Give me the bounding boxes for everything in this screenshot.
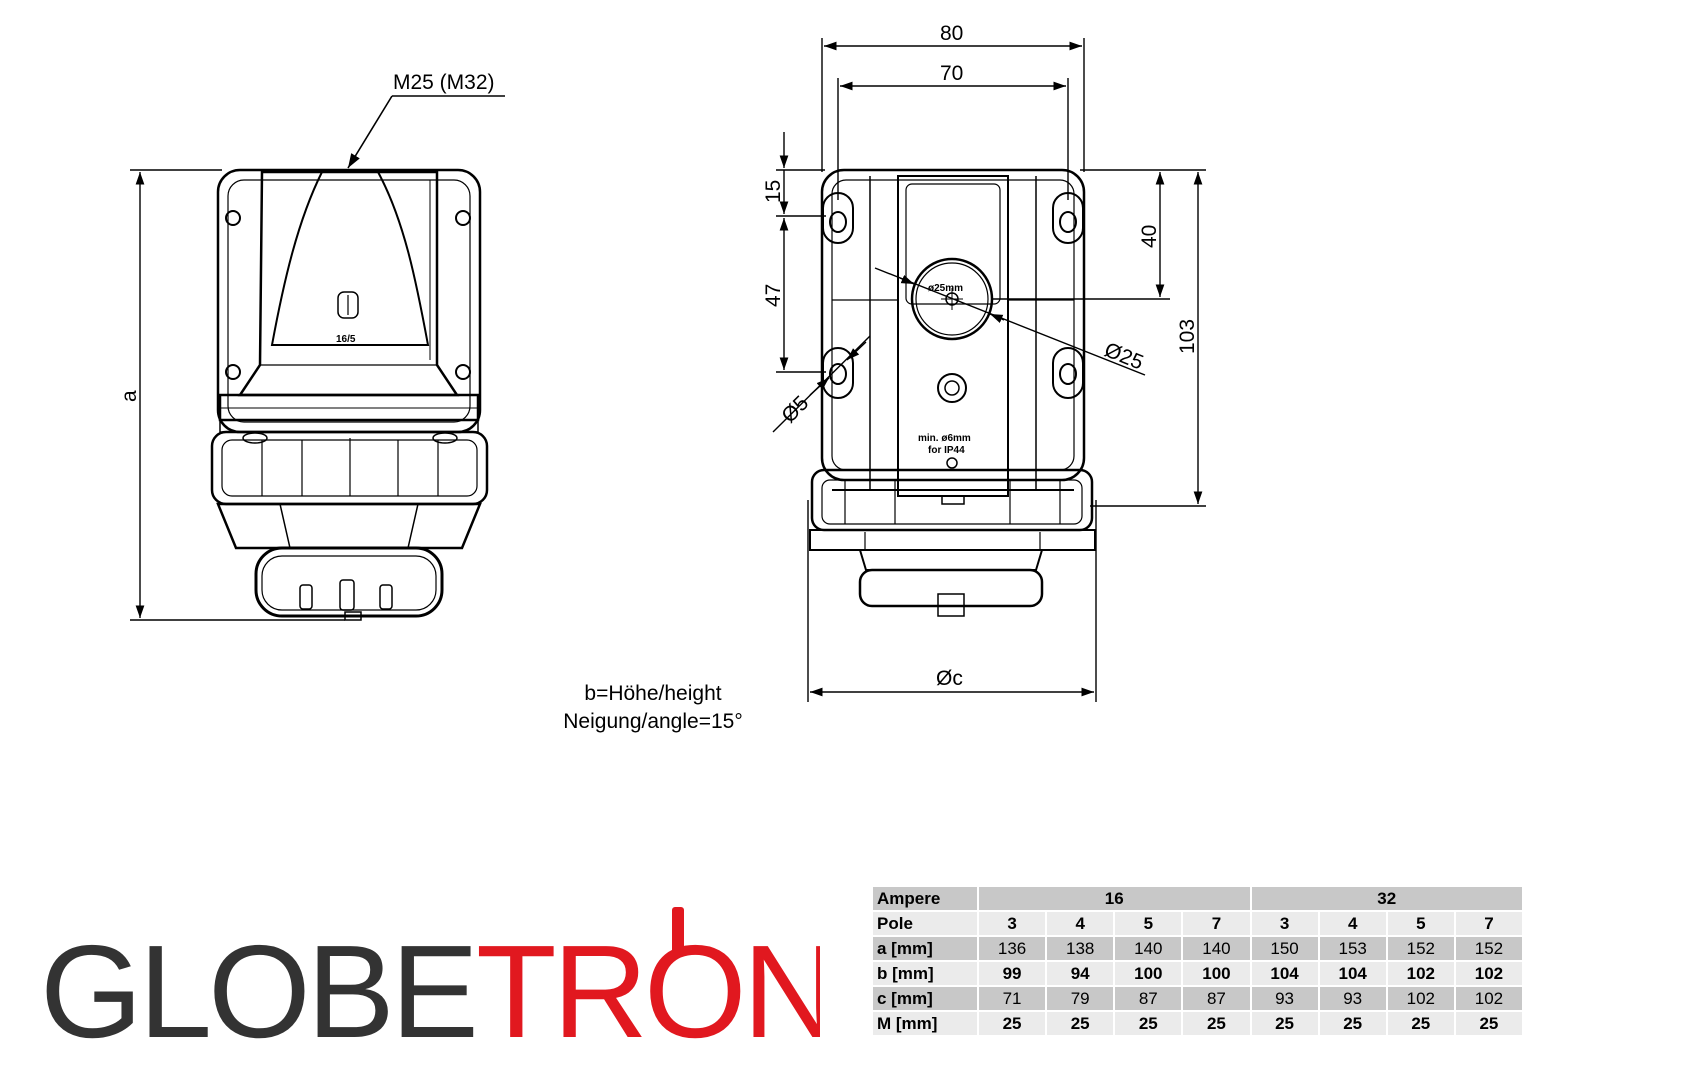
table-cell: 3 xyxy=(1251,912,1318,935)
dimension-80-label: 80 xyxy=(940,22,963,45)
table-cell: 102 xyxy=(1455,962,1522,985)
table-cell-label: c [mm] xyxy=(873,987,977,1010)
table-row: c [mm] 71 79 87 87 93 93 102 102 xyxy=(873,987,1522,1010)
front-view xyxy=(809,168,1096,617)
table-cell: 93 xyxy=(1251,987,1318,1010)
table-cell: 100 xyxy=(1115,962,1182,985)
dimension-gland-label: Ø25 xyxy=(1101,338,1146,374)
table-cell: 25 xyxy=(1455,1012,1522,1035)
logo-text-tron: TRON xyxy=(476,918,820,1055)
table-cell: 25 xyxy=(1183,1012,1250,1035)
dimension-70-label: 70 xyxy=(940,62,963,85)
table-cell: 136 xyxy=(979,937,1046,960)
table-cell: 25 xyxy=(1319,1012,1386,1035)
dimension-c xyxy=(807,500,1097,702)
table-cell: 87 xyxy=(1115,987,1182,1010)
table-cell: 25 xyxy=(1115,1012,1182,1035)
table-cell: 100 xyxy=(1183,962,1250,985)
table-cell: 7 xyxy=(1455,912,1522,935)
dimension-a-label: a xyxy=(118,390,141,402)
table-cell-ampere-16: 16 xyxy=(979,887,1250,910)
dimension-15-47 xyxy=(776,132,826,373)
table-cell: 71 xyxy=(979,987,1046,1010)
table-row: Pole 3 4 5 7 3 4 5 7 xyxy=(873,912,1522,935)
dimension-70 xyxy=(837,78,1069,200)
table-row: M [mm] 25 25 25 25 25 25 25 25 xyxy=(873,1012,1522,1035)
table-cell-label: b [mm] xyxy=(873,962,977,985)
dimension-103-label: 103 xyxy=(1176,319,1199,354)
table-cell: 138 xyxy=(1047,937,1114,960)
table-cell: 5 xyxy=(1387,912,1454,935)
table-cell: 4 xyxy=(1319,912,1386,935)
side-view xyxy=(210,168,489,621)
table-cell: 153 xyxy=(1319,937,1386,960)
table-cell: 4 xyxy=(1047,912,1114,935)
power-icon xyxy=(672,907,684,953)
logo-text-globe: GLOBE xyxy=(40,918,475,1055)
table-cell: 140 xyxy=(1183,937,1250,960)
table-cell: 104 xyxy=(1251,962,1318,985)
table-cell: 79 xyxy=(1047,987,1114,1010)
table-cell: 25 xyxy=(979,1012,1046,1035)
table-cell: 152 xyxy=(1387,937,1454,960)
table-cell: 99 xyxy=(979,962,1046,985)
table-cell: 3 xyxy=(979,912,1046,935)
note-angle: Neigung/angle=15° xyxy=(563,710,743,733)
dimension-c-label: Øc xyxy=(936,667,963,690)
table-cell: 87 xyxy=(1183,987,1250,1010)
table-cell: 104 xyxy=(1319,962,1386,985)
dimension-a xyxy=(130,169,345,621)
table-cell-ampere-32: 32 xyxy=(1251,887,1522,910)
table-cell-label: a [mm] xyxy=(873,937,977,960)
dimension-47-label: 47 xyxy=(762,284,785,307)
gland-marking: ø25mm xyxy=(928,283,963,294)
table-header-ampere: Ampere 16 32 xyxy=(873,887,1522,910)
note-height: b=Höhe/height xyxy=(584,682,722,705)
table-row: b [mm] 99 94 100 100 104 104 102 102 xyxy=(873,962,1522,985)
table-cell: 5 xyxy=(1115,912,1182,935)
socket-marking: 16/5 xyxy=(336,334,356,345)
dimension-40 xyxy=(992,169,1206,300)
table-cell: 150 xyxy=(1251,937,1318,960)
spec-table: Ampere 16 32 Pole 3 4 5 7 3 4 5 7 a [mm]… xyxy=(871,885,1524,1037)
table-row: a [mm] 136 138 140 140 150 153 152 152 xyxy=(873,937,1522,960)
globetron-logo: GLOBE TRON xyxy=(40,907,820,1055)
dimension-15-label: 15 xyxy=(762,180,785,203)
table-cell: 25 xyxy=(1047,1012,1114,1035)
table-cell: 102 xyxy=(1387,962,1454,985)
table-cell: 25 xyxy=(1387,1012,1454,1035)
drain-marking-2: for IP44 xyxy=(928,445,965,456)
table-cell: 7 xyxy=(1183,912,1250,935)
table-cell: 94 xyxy=(1047,962,1114,985)
dimension-40-label: 40 xyxy=(1138,225,1161,248)
table-cell: 102 xyxy=(1387,987,1454,1010)
dimension-gland xyxy=(874,267,1146,376)
table-cell: 25 xyxy=(1251,1012,1318,1035)
drain-marking-1: min. ø6mm xyxy=(918,433,971,444)
table-cell-label: M [mm] xyxy=(873,1012,977,1035)
thread-leader xyxy=(347,95,505,169)
table-cell: 102 xyxy=(1455,987,1522,1010)
thread-label: M25 (M32) xyxy=(393,71,495,94)
table-cell: 140 xyxy=(1115,937,1182,960)
table-cell: 93 xyxy=(1319,987,1386,1010)
dimension-80 xyxy=(821,38,1085,172)
dimension-hole xyxy=(772,335,871,433)
table-cell: 152 xyxy=(1455,937,1522,960)
table-cell-label: Ampere xyxy=(873,887,977,910)
dimension-103 xyxy=(1090,172,1206,507)
table-cell-label: Pole xyxy=(873,912,977,935)
